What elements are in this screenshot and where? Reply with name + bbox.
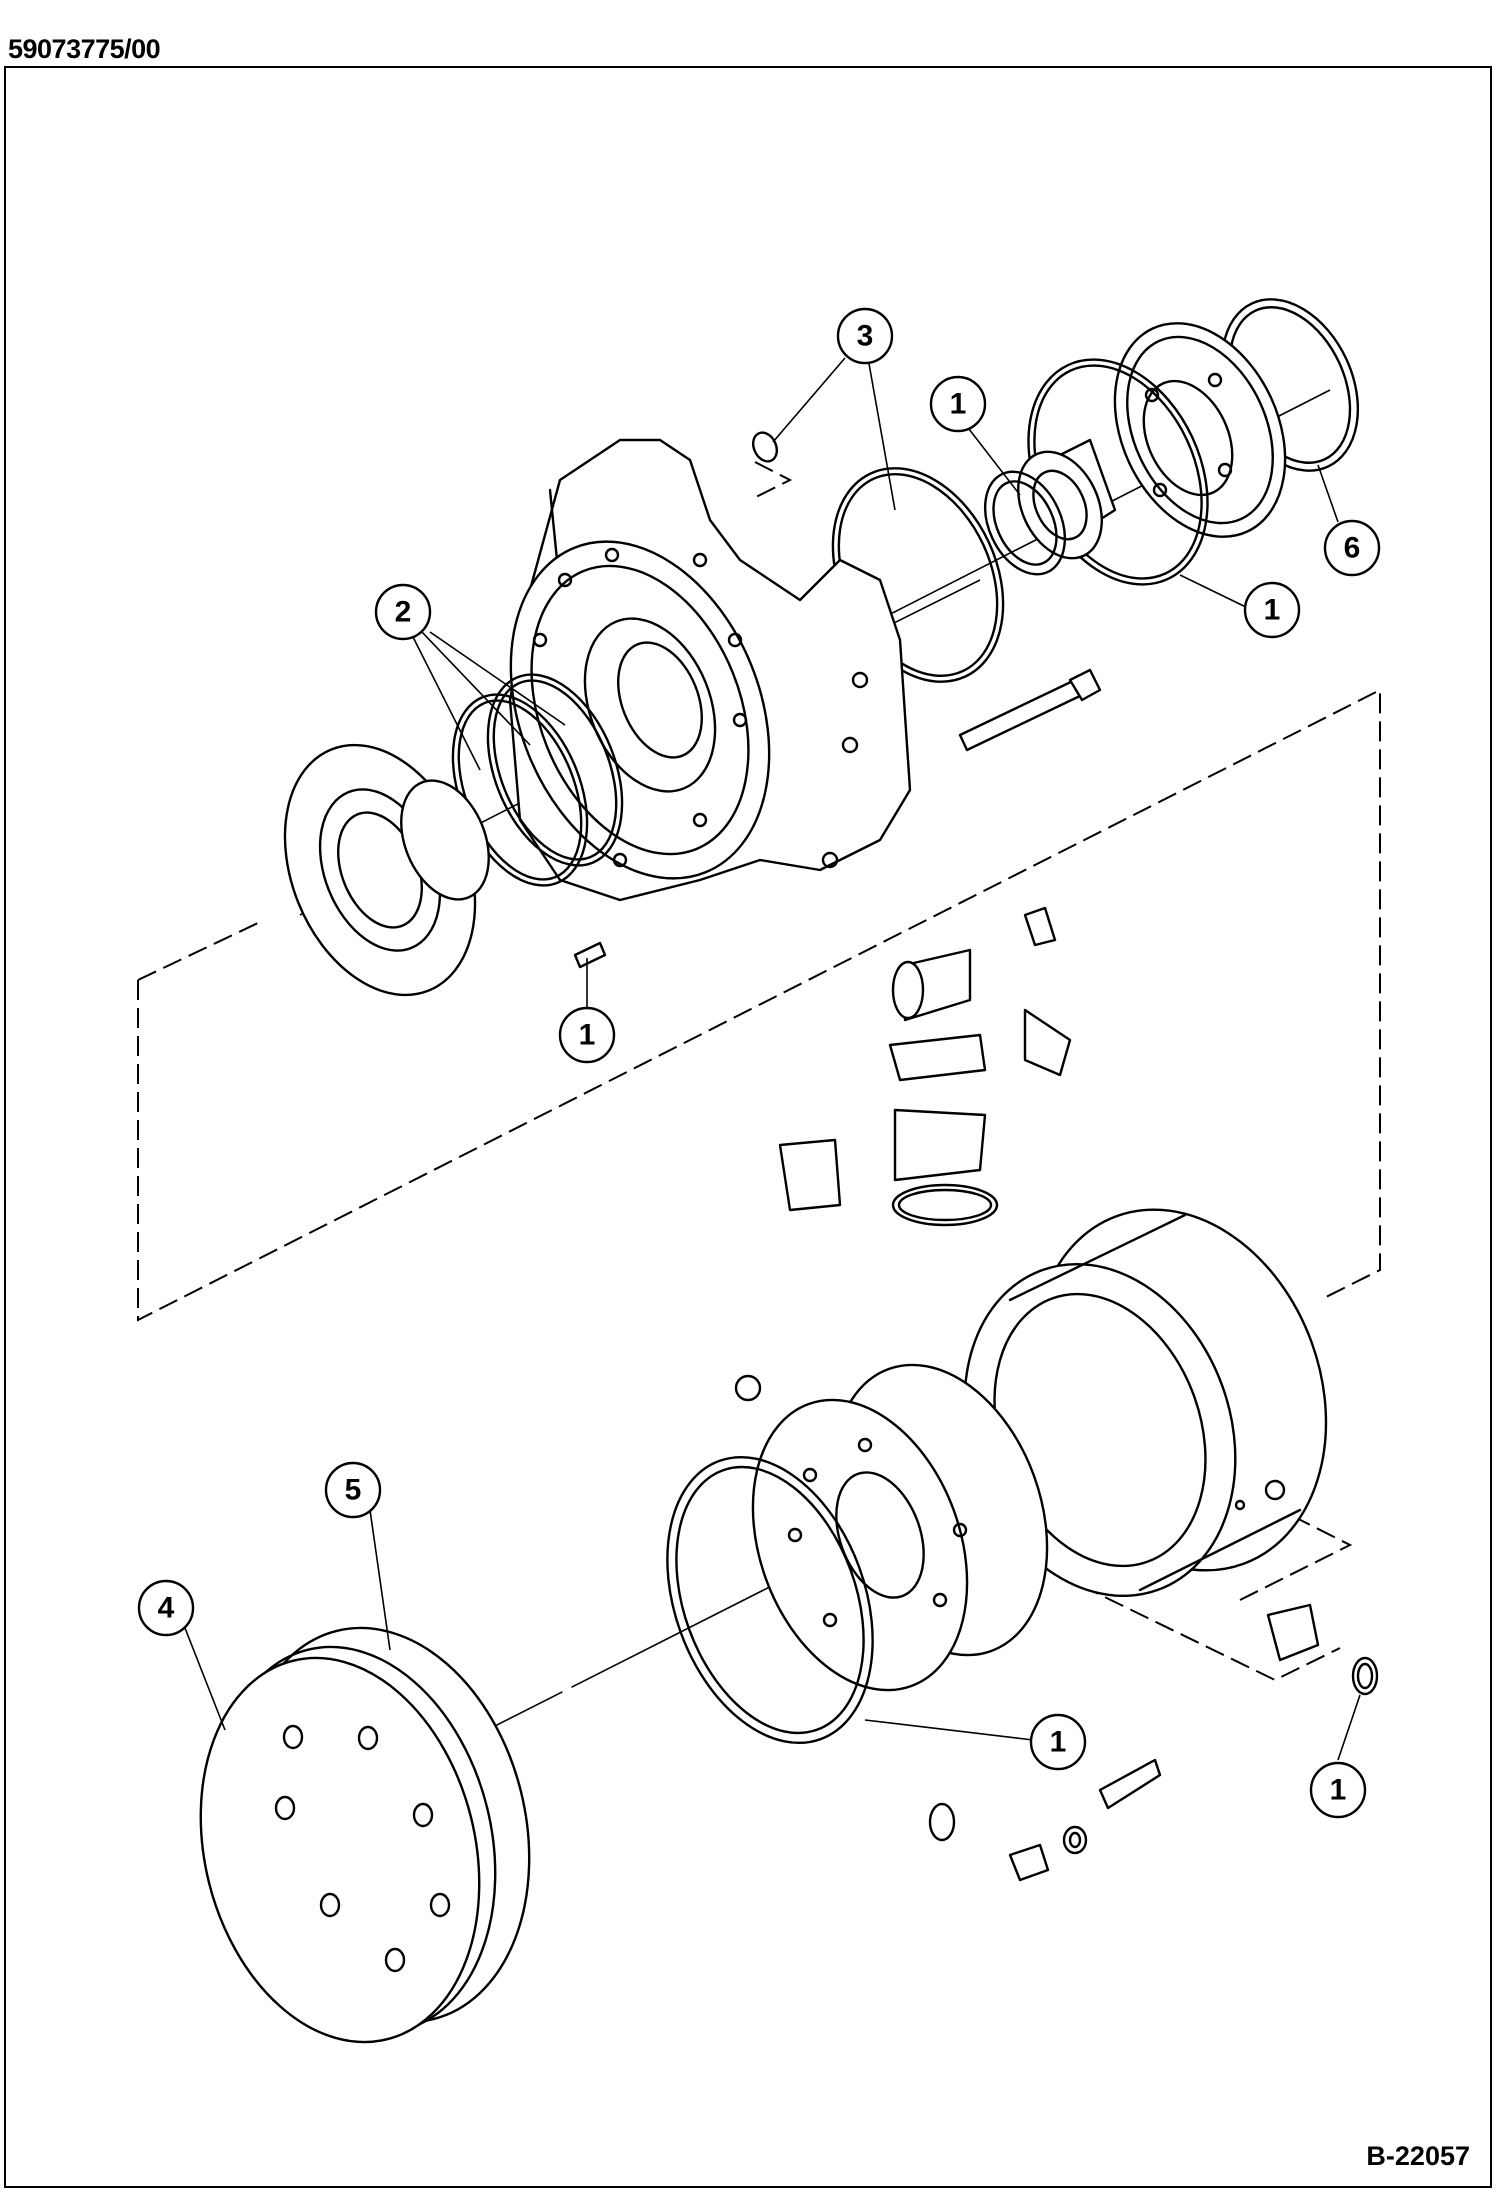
callout-1-pin: 1 <box>558 1006 616 1064</box>
stub-shaft <box>1017 438 1117 560</box>
o-ring-lower <box>666 1455 874 1745</box>
svg-text:3: 3 <box>857 320 874 353</box>
callout-1-right: 1 <box>1243 581 1301 639</box>
bearing-assembly <box>283 743 490 997</box>
callout-1-right-lower: 1 <box>1309 1761 1367 1819</box>
svg-text:1: 1 <box>1330 1774 1347 1807</box>
svg-text:1: 1 <box>1264 594 1281 627</box>
o-ring-small <box>983 470 1067 576</box>
svg-text:6: 6 <box>1344 532 1361 565</box>
svg-text:1: 1 <box>950 388 967 421</box>
drawing-number: 59073775/00 <box>8 34 161 64</box>
bolt <box>958 668 1102 752</box>
plug-and-screw <box>1008 1603 1379 1882</box>
motor-housing <box>508 438 912 902</box>
callout-1-lower: 1 <box>1029 1713 1087 1771</box>
svg-text:1: 1 <box>1050 1726 1067 1759</box>
end-cover <box>1113 322 1287 538</box>
svg-text:1: 1 <box>579 1019 596 1052</box>
figure-number: B-22057 <box>1366 2141 1470 2171</box>
svg-text:2: 2 <box>395 596 412 629</box>
callout-6: 6 <box>1323 519 1381 577</box>
callout-4: 4 <box>137 1579 195 1637</box>
drawing-frame <box>4 66 1492 2188</box>
callout-5: 5 <box>324 1461 382 1519</box>
callout-2: 2 <box>374 583 432 641</box>
dowel-pin <box>573 941 607 969</box>
svg-text:4: 4 <box>158 1592 175 1625</box>
seal-chain <box>528 1358 956 1883</box>
piston-parts <box>778 906 1072 1227</box>
small-seal-3 <box>751 431 779 463</box>
leader-lines <box>184 357 1361 1761</box>
cylinder-block <box>751 1363 1049 1692</box>
callout-3: 3 <box>836 307 894 365</box>
end-cover-disc <box>199 1626 531 2044</box>
callout-1-top: 1 <box>929 375 987 433</box>
svg-text:5: 5 <box>345 1474 362 1507</box>
